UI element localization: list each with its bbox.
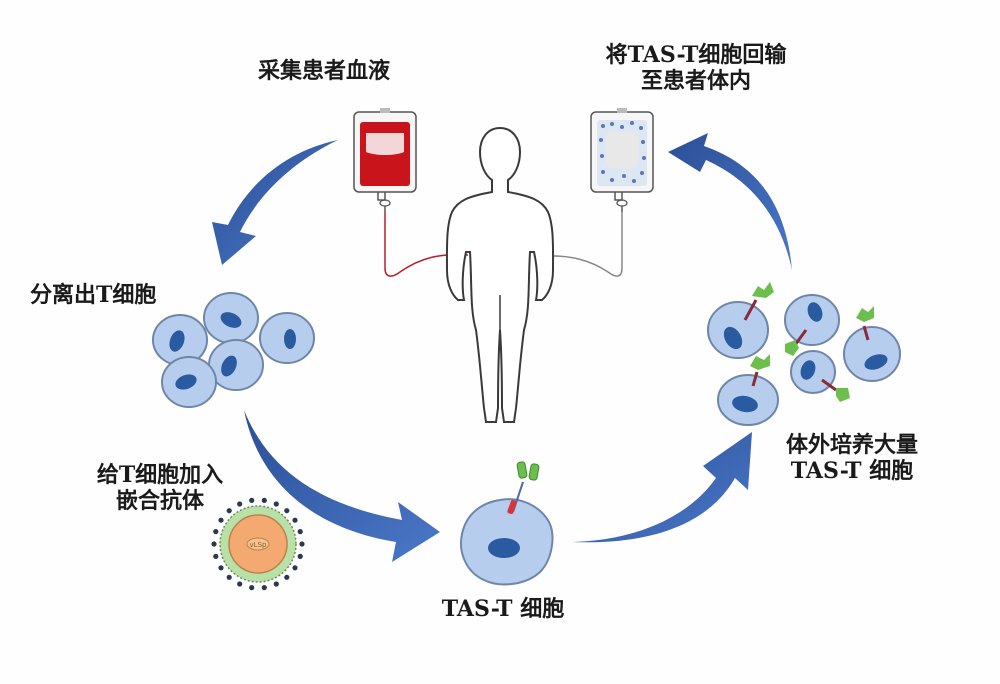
tast-cell [707,282,774,359]
virus-spike [218,565,224,571]
virus-spike [213,553,219,560]
t-cell [161,356,217,408]
label-expand-line1: 体外培养大量 [785,432,918,458]
virus-spike [299,541,305,547]
blood-tube [384,212,469,277]
virus-spike [273,501,279,507]
virus-spike [292,565,298,571]
label-reinfuse-line2: 至患者体内 [640,68,751,94]
virus-spike [261,585,267,591]
virus-spike [211,541,217,547]
chimeric-antibody-particle-icon: vLSp [211,497,305,591]
label-collect-blood: 采集患者血液 [258,58,391,84]
label-add-antibody: 给T细胞加入 嵌合抗体 [80,462,240,514]
t-cell [208,339,264,391]
label-tast-cell: TAS-T 细胞 [441,596,565,622]
expanded-tast-cells [707,282,901,426]
tast-cell [843,306,901,382]
reinfusion-tube [544,212,623,277]
virus-spike [218,517,224,523]
virus-spike [226,574,232,580]
tast-cell [784,294,840,356]
virus-spike [237,501,243,507]
virus-spike [249,497,255,503]
tast-cell [717,354,779,426]
t-cell [259,312,315,364]
label-add-antibody-line2: 嵌合抗体 [115,488,204,514]
virus-spike [284,574,290,580]
virus-spike [213,529,219,535]
virus-spike [237,581,243,587]
virus-spike [226,508,232,514]
label-separate-t-cells: 分离出T细胞 [30,282,157,308]
t-cell [203,292,259,344]
virus-inner-label: vLSp [250,541,267,549]
tast-cell [790,350,850,402]
arrow-expand-to-reinfuse [668,133,792,270]
tast-cell-bag-icon [590,108,654,212]
tast-cell [460,461,554,586]
arrow-tast-to-expand [572,432,752,543]
virus-spike [297,553,303,560]
separated-t-cells [152,292,315,408]
label-reinfuse-line1: 将TAS-T细胞回输 [605,42,787,68]
arrow-separate-to-tast [244,410,440,562]
patient-body-outline [445,126,555,423]
virus-spike [297,529,303,535]
virus-spike [292,517,298,523]
virus-spike [249,585,255,591]
arrow-collect-to-separate [212,140,338,265]
label-expand-line2: TAS-T 细胞 [790,458,914,484]
label-add-antibody-line1: 给T细胞加入 [96,462,224,488]
virus-spike [273,581,279,587]
virus-spike [261,497,267,503]
virus-spike [284,508,290,514]
label-reinfuse: 将TAS-T细胞回输 至患者体内 [582,42,810,94]
label-expand: 体外培养大量 TAS-T 细胞 [772,432,932,484]
blood-bag-icon [353,108,417,212]
